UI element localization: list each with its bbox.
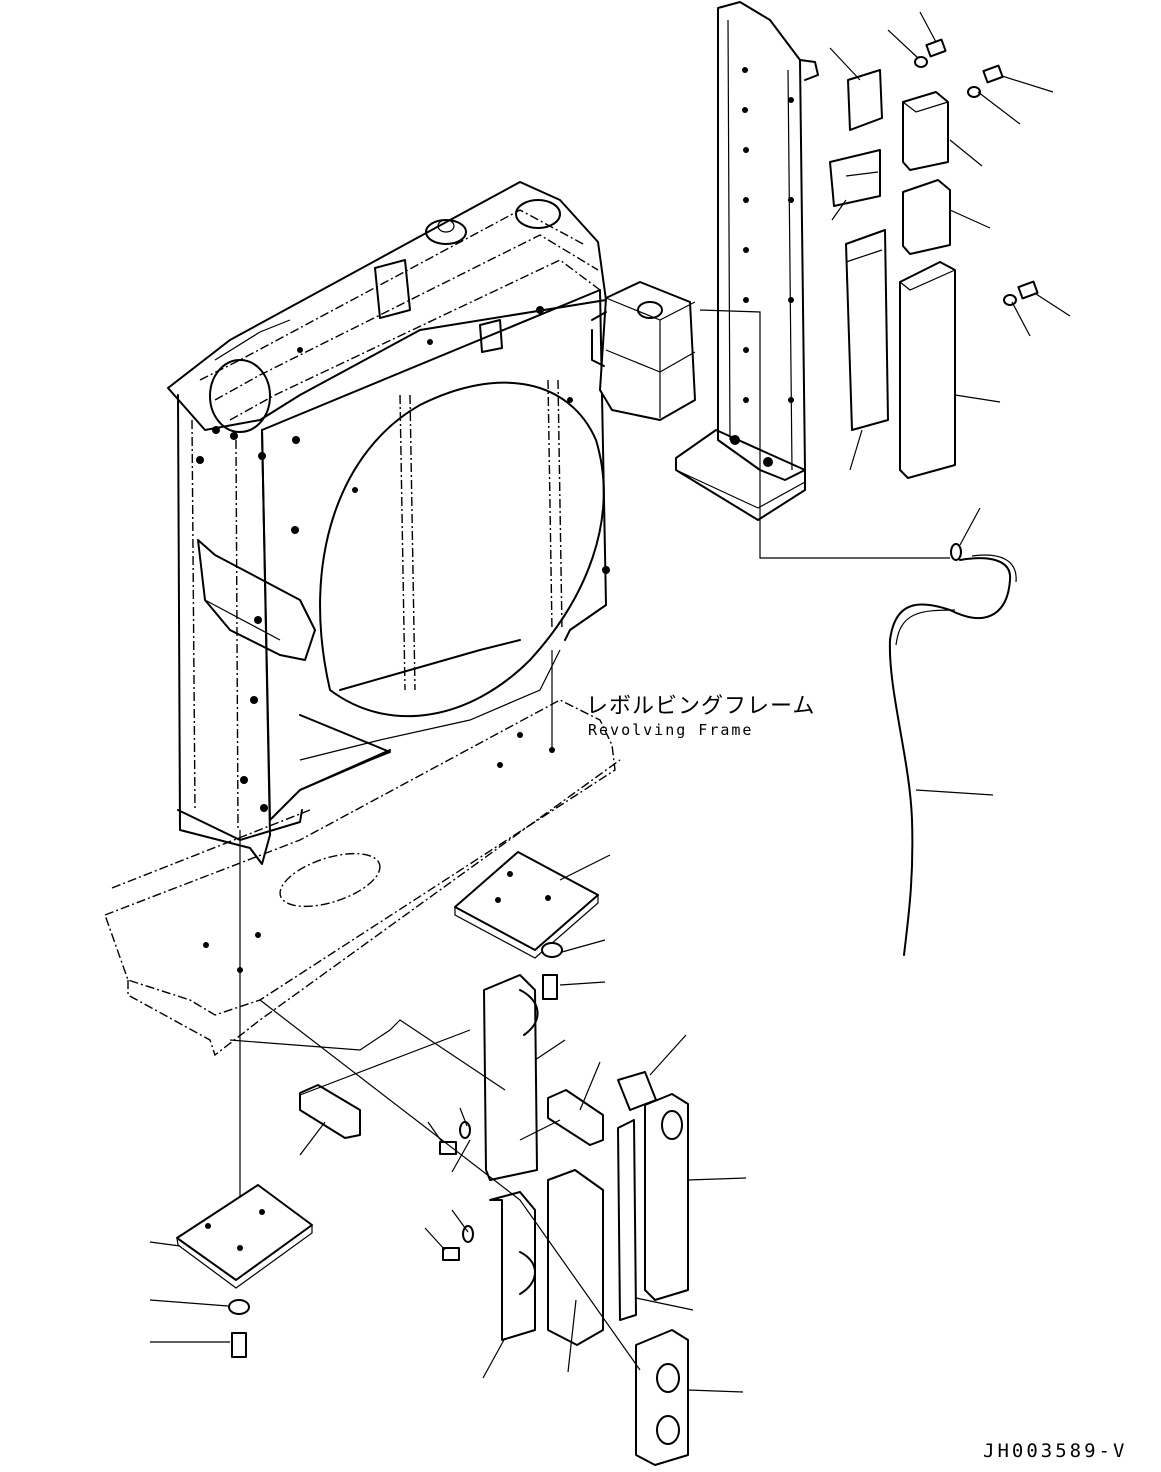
mounting-plates xyxy=(176,851,599,1289)
lower-seals xyxy=(299,1071,689,1466)
revolving-frame-label-jp: レボルビングフレーム xyxy=(586,694,816,719)
lower-bolts xyxy=(228,942,563,1358)
leader-lines xyxy=(149,11,1071,1393)
reservoir-hose xyxy=(699,309,1017,956)
drawing-number: JH003589-V xyxy=(983,1440,1128,1462)
cover-plates xyxy=(829,69,889,431)
lower-brackets xyxy=(483,974,539,1341)
foam-seals xyxy=(899,91,956,479)
revolving-frame-label-en: Revolving Frame xyxy=(588,721,754,739)
support-bracket xyxy=(675,1,819,521)
revolving-frame xyxy=(104,650,621,1235)
radiator-assembly xyxy=(167,181,610,865)
bolts-and-washers xyxy=(914,38,1039,306)
reservoir-tank xyxy=(591,281,696,421)
